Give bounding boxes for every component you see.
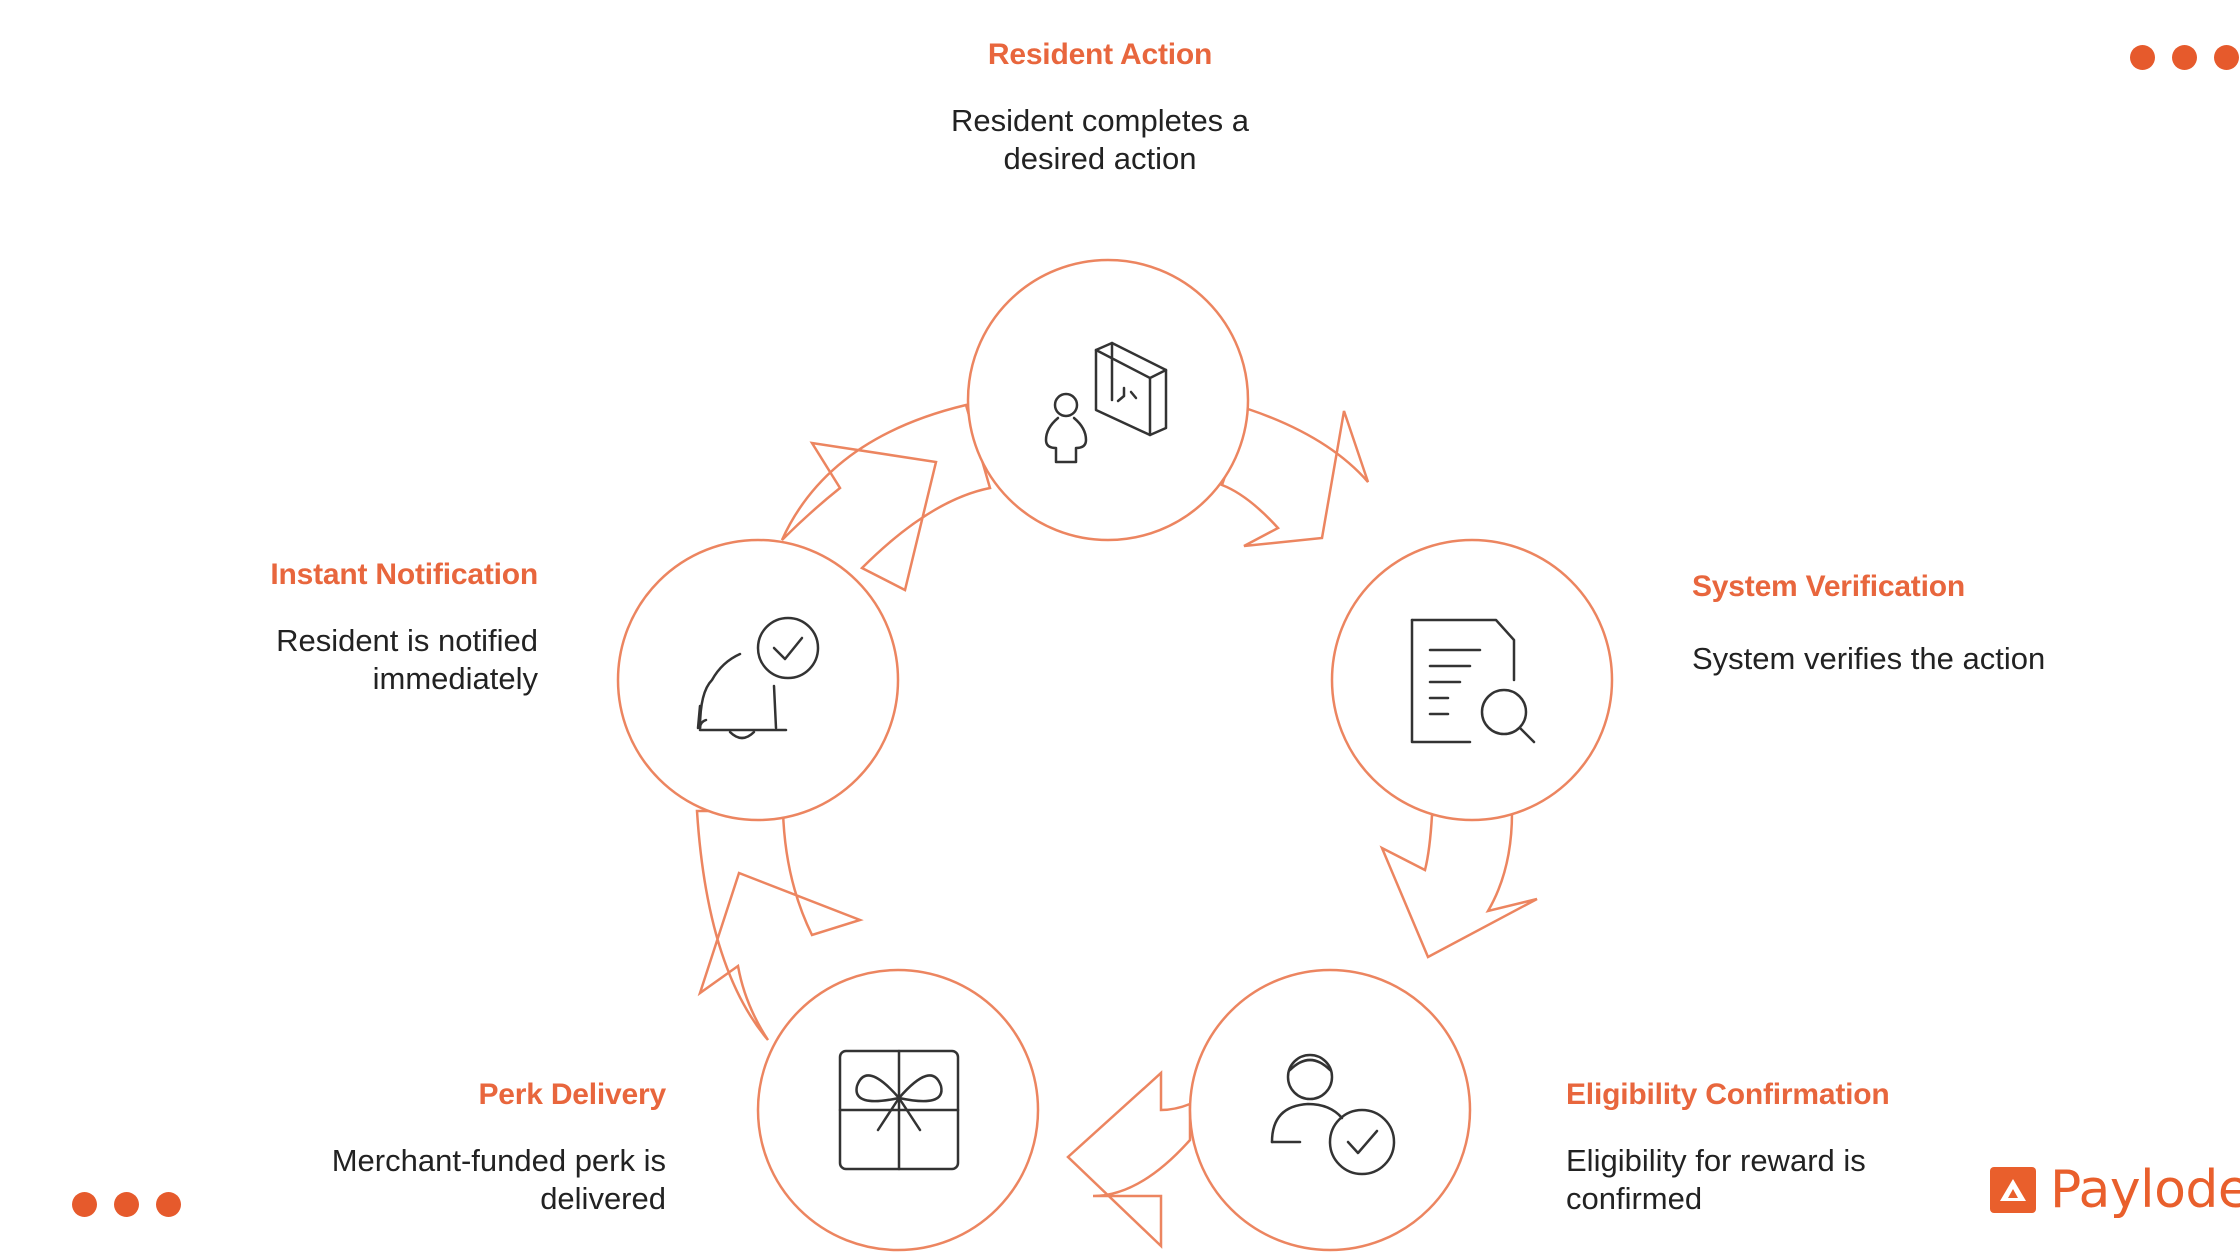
stage-description: Resident completes a desired action [950, 103, 1250, 176]
brand-logo: Paylode [1990, 1160, 2240, 1220]
circle-system-verification [1330, 538, 1614, 822]
cycle-arrows [695, 403, 1538, 1249]
bell-check-icon [696, 616, 820, 740]
document-search-icon [1410, 618, 1536, 744]
user-check-icon [1270, 1053, 1396, 1176]
stage-description: System verifies the action [1692, 641, 2046, 676]
arrow-notification-to-action [780, 403, 992, 592]
circle-instant-notification [616, 538, 900, 822]
stage-description: Resident is notified immediately [276, 623, 538, 696]
stage-description: Merchant-funded perk is delivered [331, 1143, 666, 1216]
arrow-eligibility-to-perk [1066, 1070, 1192, 1249]
stage-label-perk-delivery: Perk Delivery Merchant-funded perk is de… [266, 1078, 666, 1218]
dot [2172, 45, 2197, 70]
circle-resident-action [966, 258, 1250, 542]
stage-title: Resident Action [987, 38, 1213, 71]
dot [156, 1192, 181, 1217]
dot [2130, 45, 2155, 70]
dot [114, 1192, 139, 1217]
stage-label-instant-notification: Instant Notification Resident is notifie… [170, 558, 538, 698]
stage-icons [696, 341, 1536, 1176]
stage-label-resident-action: Resident Action Resident completes a des… [940, 38, 1260, 178]
stage-title: Perk Delivery [478, 1078, 666, 1111]
paylode-logo-icon [1990, 1167, 2036, 1213]
stage-circles [616, 258, 1614, 1252]
gift-box-icon [838, 1049, 960, 1171]
decorative-dots-bottom-left [72, 1192, 181, 1217]
stage-title: System Verification [1692, 570, 1965, 603]
stage-label-system-verification: System Verification System verifies the … [1692, 570, 2112, 678]
arrow-perk-to-notification [695, 809, 864, 1041]
decorative-dots-top-right [2130, 45, 2239, 70]
stage-description: Eligibility for reward is confirmed [1566, 1143, 1866, 1216]
brand-name: Paylode [2050, 1160, 2240, 1220]
resident-with-box-icon [1044, 341, 1168, 464]
stage-label-eligibility-confirmation: Eligibility Confirmation Eligibility for… [1566, 1078, 1986, 1218]
arrow-verification-to-eligibility [1379, 811, 1538, 959]
stage-title: Instant Notification [270, 558, 538, 591]
dot [2214, 45, 2239, 70]
stage-title: Eligibility Confirmation [1566, 1078, 1890, 1111]
dot [72, 1192, 97, 1217]
arrow-action-to-verification [1220, 407, 1370, 548]
